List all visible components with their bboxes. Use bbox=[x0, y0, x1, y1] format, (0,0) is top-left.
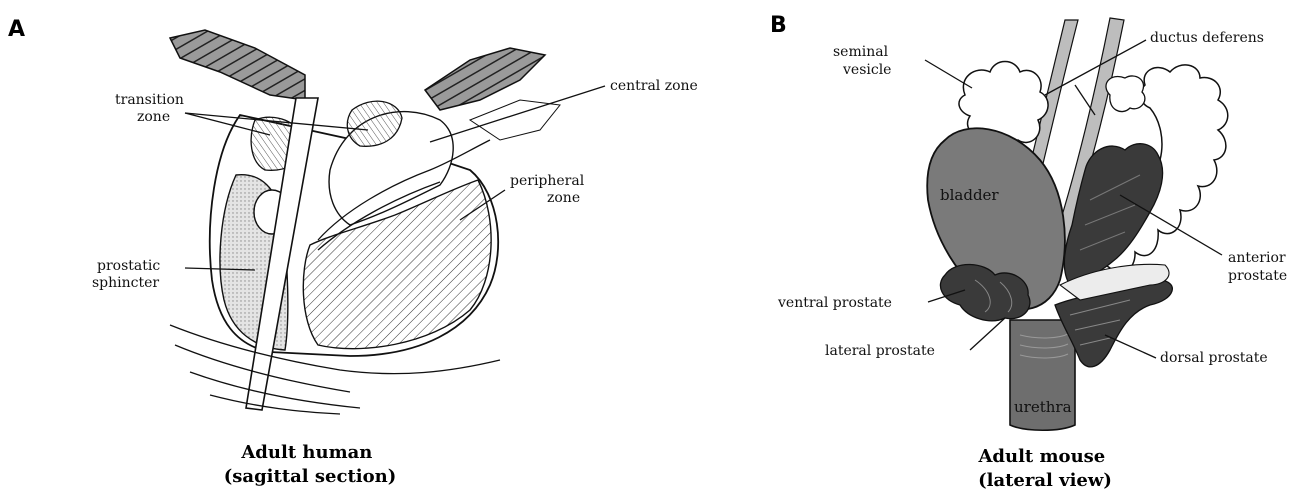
panel-b: B se bbox=[770, 13, 1290, 491]
leader-seminal-vesicle bbox=[925, 60, 972, 88]
caption-b: Adult mouse (lateral view) bbox=[977, 446, 1111, 491]
label-seminal-vesicle-line2: vesicle bbox=[842, 62, 891, 78]
label-central-zone: central zone bbox=[610, 78, 698, 94]
caption-a-line1: Adult human bbox=[240, 442, 372, 463]
label-prostatic-sphincter-line2: sphincter bbox=[92, 275, 159, 291]
label-seminal-vesicle-line1: seminal bbox=[833, 44, 889, 60]
label-transition-zone: transition zone bbox=[115, 92, 188, 125]
label-prostatic-sphincter: prostatic sphincter bbox=[92, 258, 165, 291]
label-peripheral-zone-line2: zone bbox=[547, 190, 580, 206]
label-lateral-prostate: lateral prostate bbox=[825, 343, 935, 359]
panel-a-letter: A bbox=[8, 17, 25, 42]
label-anterior-prostate: anterior prostate bbox=[1228, 250, 1290, 284]
label-anterior-prostate-line2: prostate bbox=[1228, 268, 1287, 284]
mouse-prostate-drawing bbox=[927, 18, 1228, 430]
label-transition-zone-line1: transition bbox=[115, 92, 184, 108]
caption-b-line1: Adult mouse bbox=[977, 446, 1105, 467]
label-peripheral-zone: peripheral zone bbox=[510, 173, 589, 206]
label-urethra: urethra bbox=[1014, 398, 1072, 416]
human-prostate-drawing bbox=[170, 30, 560, 414]
caption-a: Adult human (sagittal section) bbox=[224, 442, 396, 487]
label-anterior-prostate-line1: anterior bbox=[1228, 250, 1286, 266]
caption-a-line2: (sagittal section) bbox=[224, 466, 396, 487]
panel-a: A bbox=[8, 17, 698, 487]
caption-b-line2: (lateral view) bbox=[978, 470, 1112, 491]
label-ventral-prostate: ventral prostate bbox=[777, 295, 892, 311]
panel-b-letter: B bbox=[770, 13, 787, 38]
label-transition-zone-line2: zone bbox=[137, 109, 170, 125]
leader-dorsal-prostate bbox=[1105, 335, 1156, 358]
label-prostatic-sphincter-line1: prostatic bbox=[97, 258, 160, 274]
leader-lateral-prostate bbox=[970, 318, 1005, 350]
label-seminal-vesicle: seminal vesicle bbox=[833, 44, 893, 78]
label-bladder: bladder bbox=[940, 186, 999, 204]
label-dorsal-prostate: dorsal prostate bbox=[1160, 350, 1268, 366]
label-ductus-deferens: ductus deferens bbox=[1150, 30, 1264, 46]
label-peripheral-zone-line1: peripheral bbox=[510, 173, 585, 189]
